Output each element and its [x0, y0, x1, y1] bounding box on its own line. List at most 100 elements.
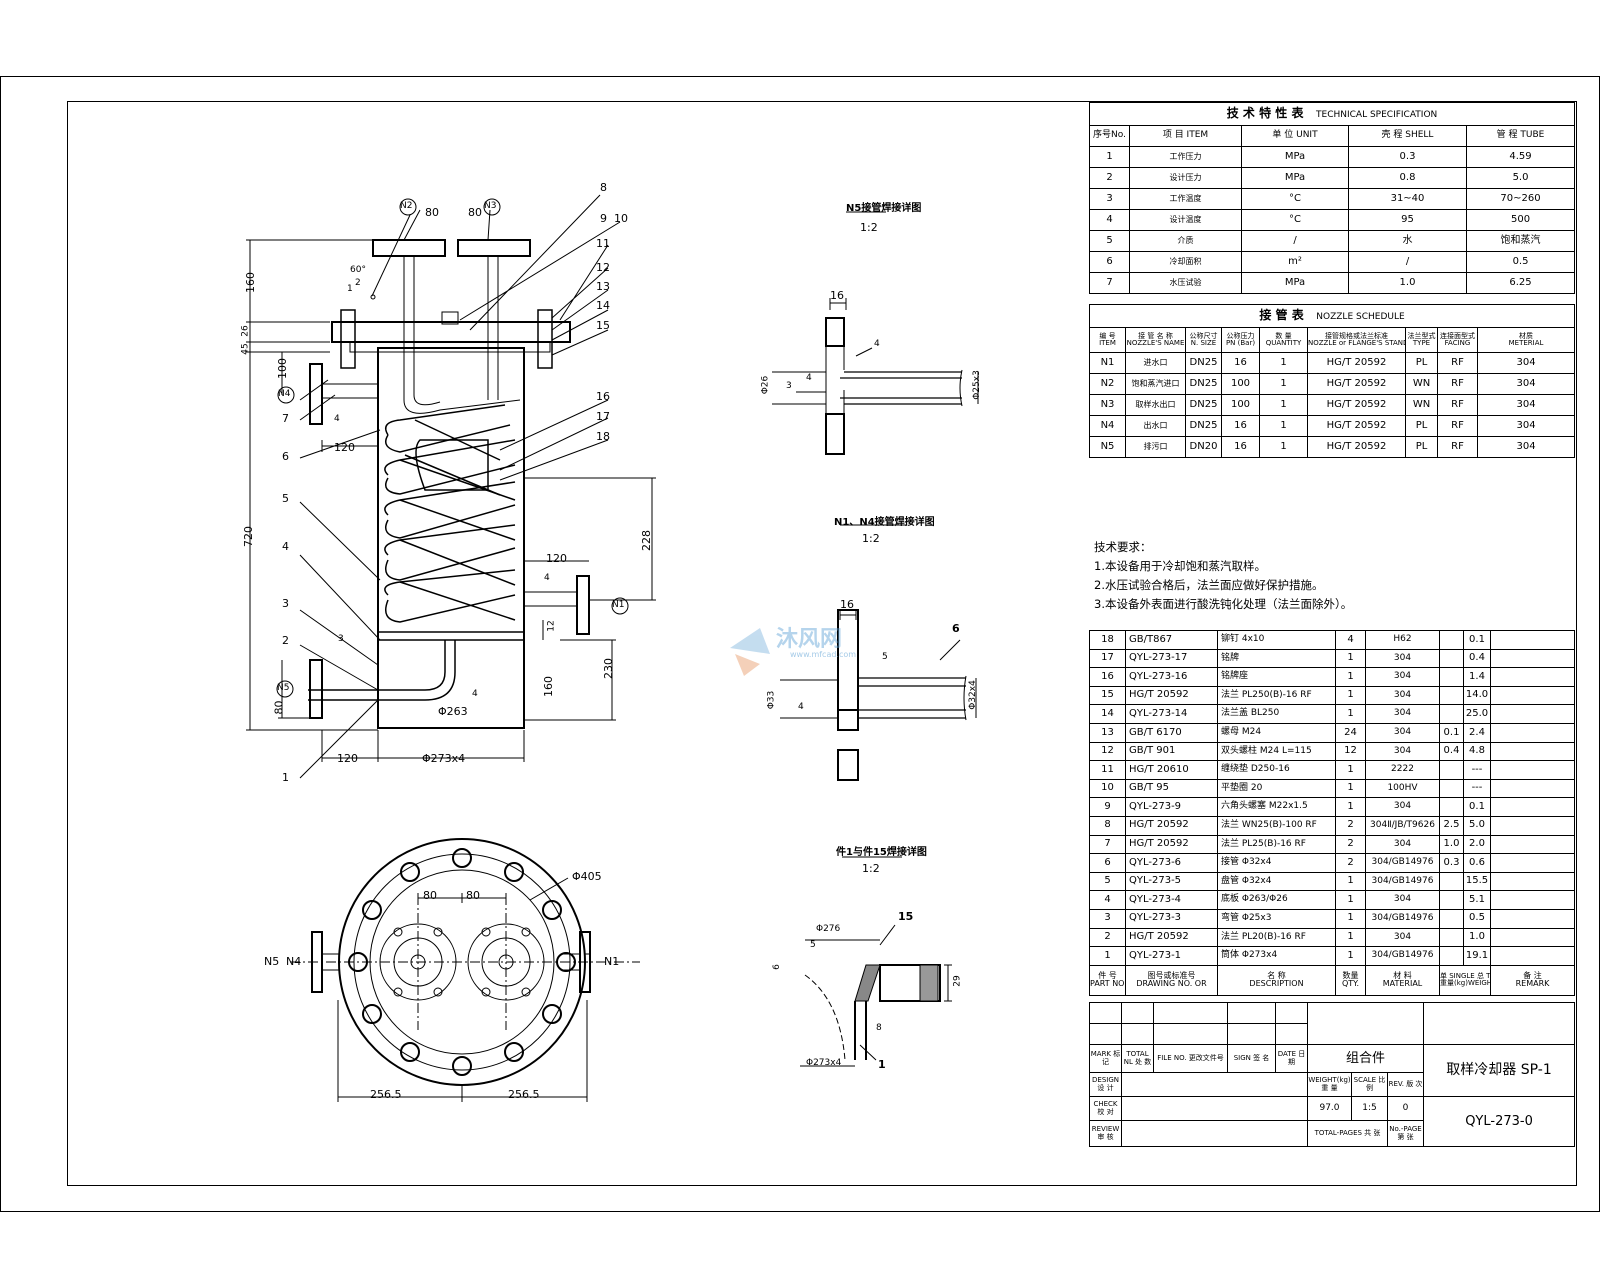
- dim-45: 45: [240, 343, 251, 355]
- bom-cell: 铭牌: [1217, 648, 1336, 669]
- bom-cell: 304: [1365, 834, 1440, 855]
- bom-cell: 14: [1089, 704, 1126, 724]
- callout-12: 12: [596, 261, 610, 274]
- spec-cell: 冷却面积: [1129, 251, 1242, 273]
- spec-cell: MPa: [1241, 146, 1349, 168]
- bom-cell: 法兰 PL25(B)-16 RF: [1217, 834, 1336, 855]
- callout-6: 6: [282, 450, 289, 463]
- spec-cell: /: [1241, 230, 1349, 252]
- bom-cell: 24: [1335, 722, 1366, 743]
- bom-cell: 六角头螺塞 M22x1.5: [1217, 797, 1336, 817]
- tb-page-no: No.-PAGE 第 张: [1386, 1120, 1425, 1147]
- bom-cell: 304: [1365, 741, 1440, 762]
- bom-cell: 4.8: [1463, 741, 1491, 762]
- bom-cell: 16: [1089, 667, 1126, 687]
- spec-title-cn: 技 术 特 性 表: [1226, 106, 1304, 121]
- dim-120-a: 120: [334, 441, 355, 454]
- bom-cell: 1.4: [1463, 667, 1491, 687]
- detail-callout-15: 15: [898, 910, 914, 923]
- nozzle-cell: 进水口: [1125, 352, 1186, 374]
- bom-cell: 0.6: [1463, 853, 1491, 873]
- bom-cell: 法兰 WN25(B)-100 RF: [1217, 815, 1336, 836]
- tb-date: DATE 日 期: [1275, 1044, 1308, 1073]
- bom-cell: [1439, 946, 1464, 966]
- bom-cell: [1490, 722, 1575, 743]
- nozzle-cell: HG/T 20592: [1307, 394, 1406, 416]
- nozzle-cell: 304: [1476, 436, 1576, 458]
- bom-cell: 18: [1089, 630, 1126, 650]
- spec-cell: 70~260: [1465, 188, 1576, 210]
- callout-17: 17: [596, 410, 610, 423]
- bom-cell: 25.0: [1463, 704, 1491, 724]
- spec-cell: 水压试验: [1129, 272, 1242, 294]
- tb-scale-label: SCALE 比 例: [1351, 1072, 1388, 1097]
- nozzle-cell: DN20: [1185, 436, 1222, 458]
- bom-cell: 盘管 Φ32x4: [1217, 871, 1336, 892]
- detail3-scale: 1:2: [862, 862, 880, 875]
- tb-total-nl: TOTAL NL 处 数: [1121, 1044, 1154, 1073]
- bom-cell: [1490, 890, 1575, 910]
- bom-cell: [1439, 648, 1464, 669]
- bom-cell: 5.1: [1463, 890, 1491, 910]
- dim-phi263: Φ263: [438, 705, 468, 718]
- bom-cell: 304: [1365, 927, 1440, 948]
- bom-cell: 17: [1089, 648, 1126, 669]
- nozzle-cell: 304: [1476, 373, 1576, 395]
- bom-cell: 双头螺柱 M24 L=115: [1217, 741, 1336, 762]
- nozzle-n1-tag: N1: [612, 600, 625, 610]
- bom-cell: 1: [1335, 704, 1366, 724]
- bom-cell: 底板 Φ263/Φ26: [1217, 890, 1336, 910]
- bom-cell: QYL-273-5: [1125, 871, 1218, 892]
- bom-cell: 1: [1335, 685, 1366, 706]
- bom-cell: 铆钉 4x10: [1217, 630, 1336, 650]
- bom-cell: 2.5: [1439, 815, 1464, 836]
- dim-80-a: 80: [425, 206, 439, 219]
- drawing-border: [67, 101, 1577, 1186]
- nozzle-cell: HG/T 20592: [1307, 352, 1406, 374]
- bom-cell: 10: [1089, 778, 1126, 799]
- bom-cell: 304Ⅱ/JB/T9626: [1365, 815, 1440, 836]
- detail-dim-29: 29: [952, 975, 963, 987]
- requirements-title: 技术要求：: [1094, 540, 1152, 554]
- callout-10: 10: [614, 212, 628, 225]
- spec-cell: 1: [1089, 146, 1130, 168]
- bom-cell: 1: [1335, 797, 1366, 817]
- bom-cell: ---: [1463, 760, 1491, 780]
- callout-5: 5: [282, 492, 289, 505]
- spec-cell: 3: [1089, 188, 1130, 210]
- bom-cell: 2.4: [1463, 722, 1491, 743]
- spec-cell: 0.3: [1348, 146, 1467, 168]
- dim-80-c: 80: [272, 700, 286, 715]
- dim-256-b: 256.5: [508, 1088, 540, 1101]
- dim-228: 228: [640, 530, 653, 551]
- tb-weight: 97.0: [1307, 1096, 1352, 1121]
- bom-cell: 100HV: [1365, 778, 1440, 799]
- spec-cell: °C: [1241, 188, 1349, 210]
- n3-flange: [457, 239, 531, 257]
- spec-header-tube: 管 程 TUBE: [1465, 125, 1576, 147]
- bom-cell: [1490, 834, 1575, 855]
- nozzle-cell: 1: [1259, 373, 1308, 395]
- spec-header-no: 序号No.: [1089, 125, 1130, 147]
- bom-cell: 304: [1365, 648, 1440, 669]
- bom-header-weight: 单 SINGLE 总 TOTAL重量(kg)WEIGHT: [1439, 964, 1491, 996]
- bom-cell: [1490, 648, 1575, 669]
- tb-weight-label: WEIGHT(kg) 重 量: [1307, 1072, 1352, 1097]
- spec-cell: 工作压力: [1129, 146, 1242, 168]
- spec-cell: MPa: [1241, 167, 1349, 189]
- bom-cell: HG/T 20592: [1125, 815, 1218, 836]
- bom-cell: 304: [1365, 667, 1440, 687]
- detail1-scale: 1:2: [860, 221, 878, 234]
- nozzle-cell: 1: [1259, 394, 1308, 416]
- nozzle-cell: N1: [1089, 352, 1126, 374]
- tb-drawing-no: QYL-273-0: [1423, 1096, 1576, 1147]
- bom-cell: 接管 Φ32x4: [1217, 853, 1336, 873]
- bom-cell: [1439, 908, 1464, 929]
